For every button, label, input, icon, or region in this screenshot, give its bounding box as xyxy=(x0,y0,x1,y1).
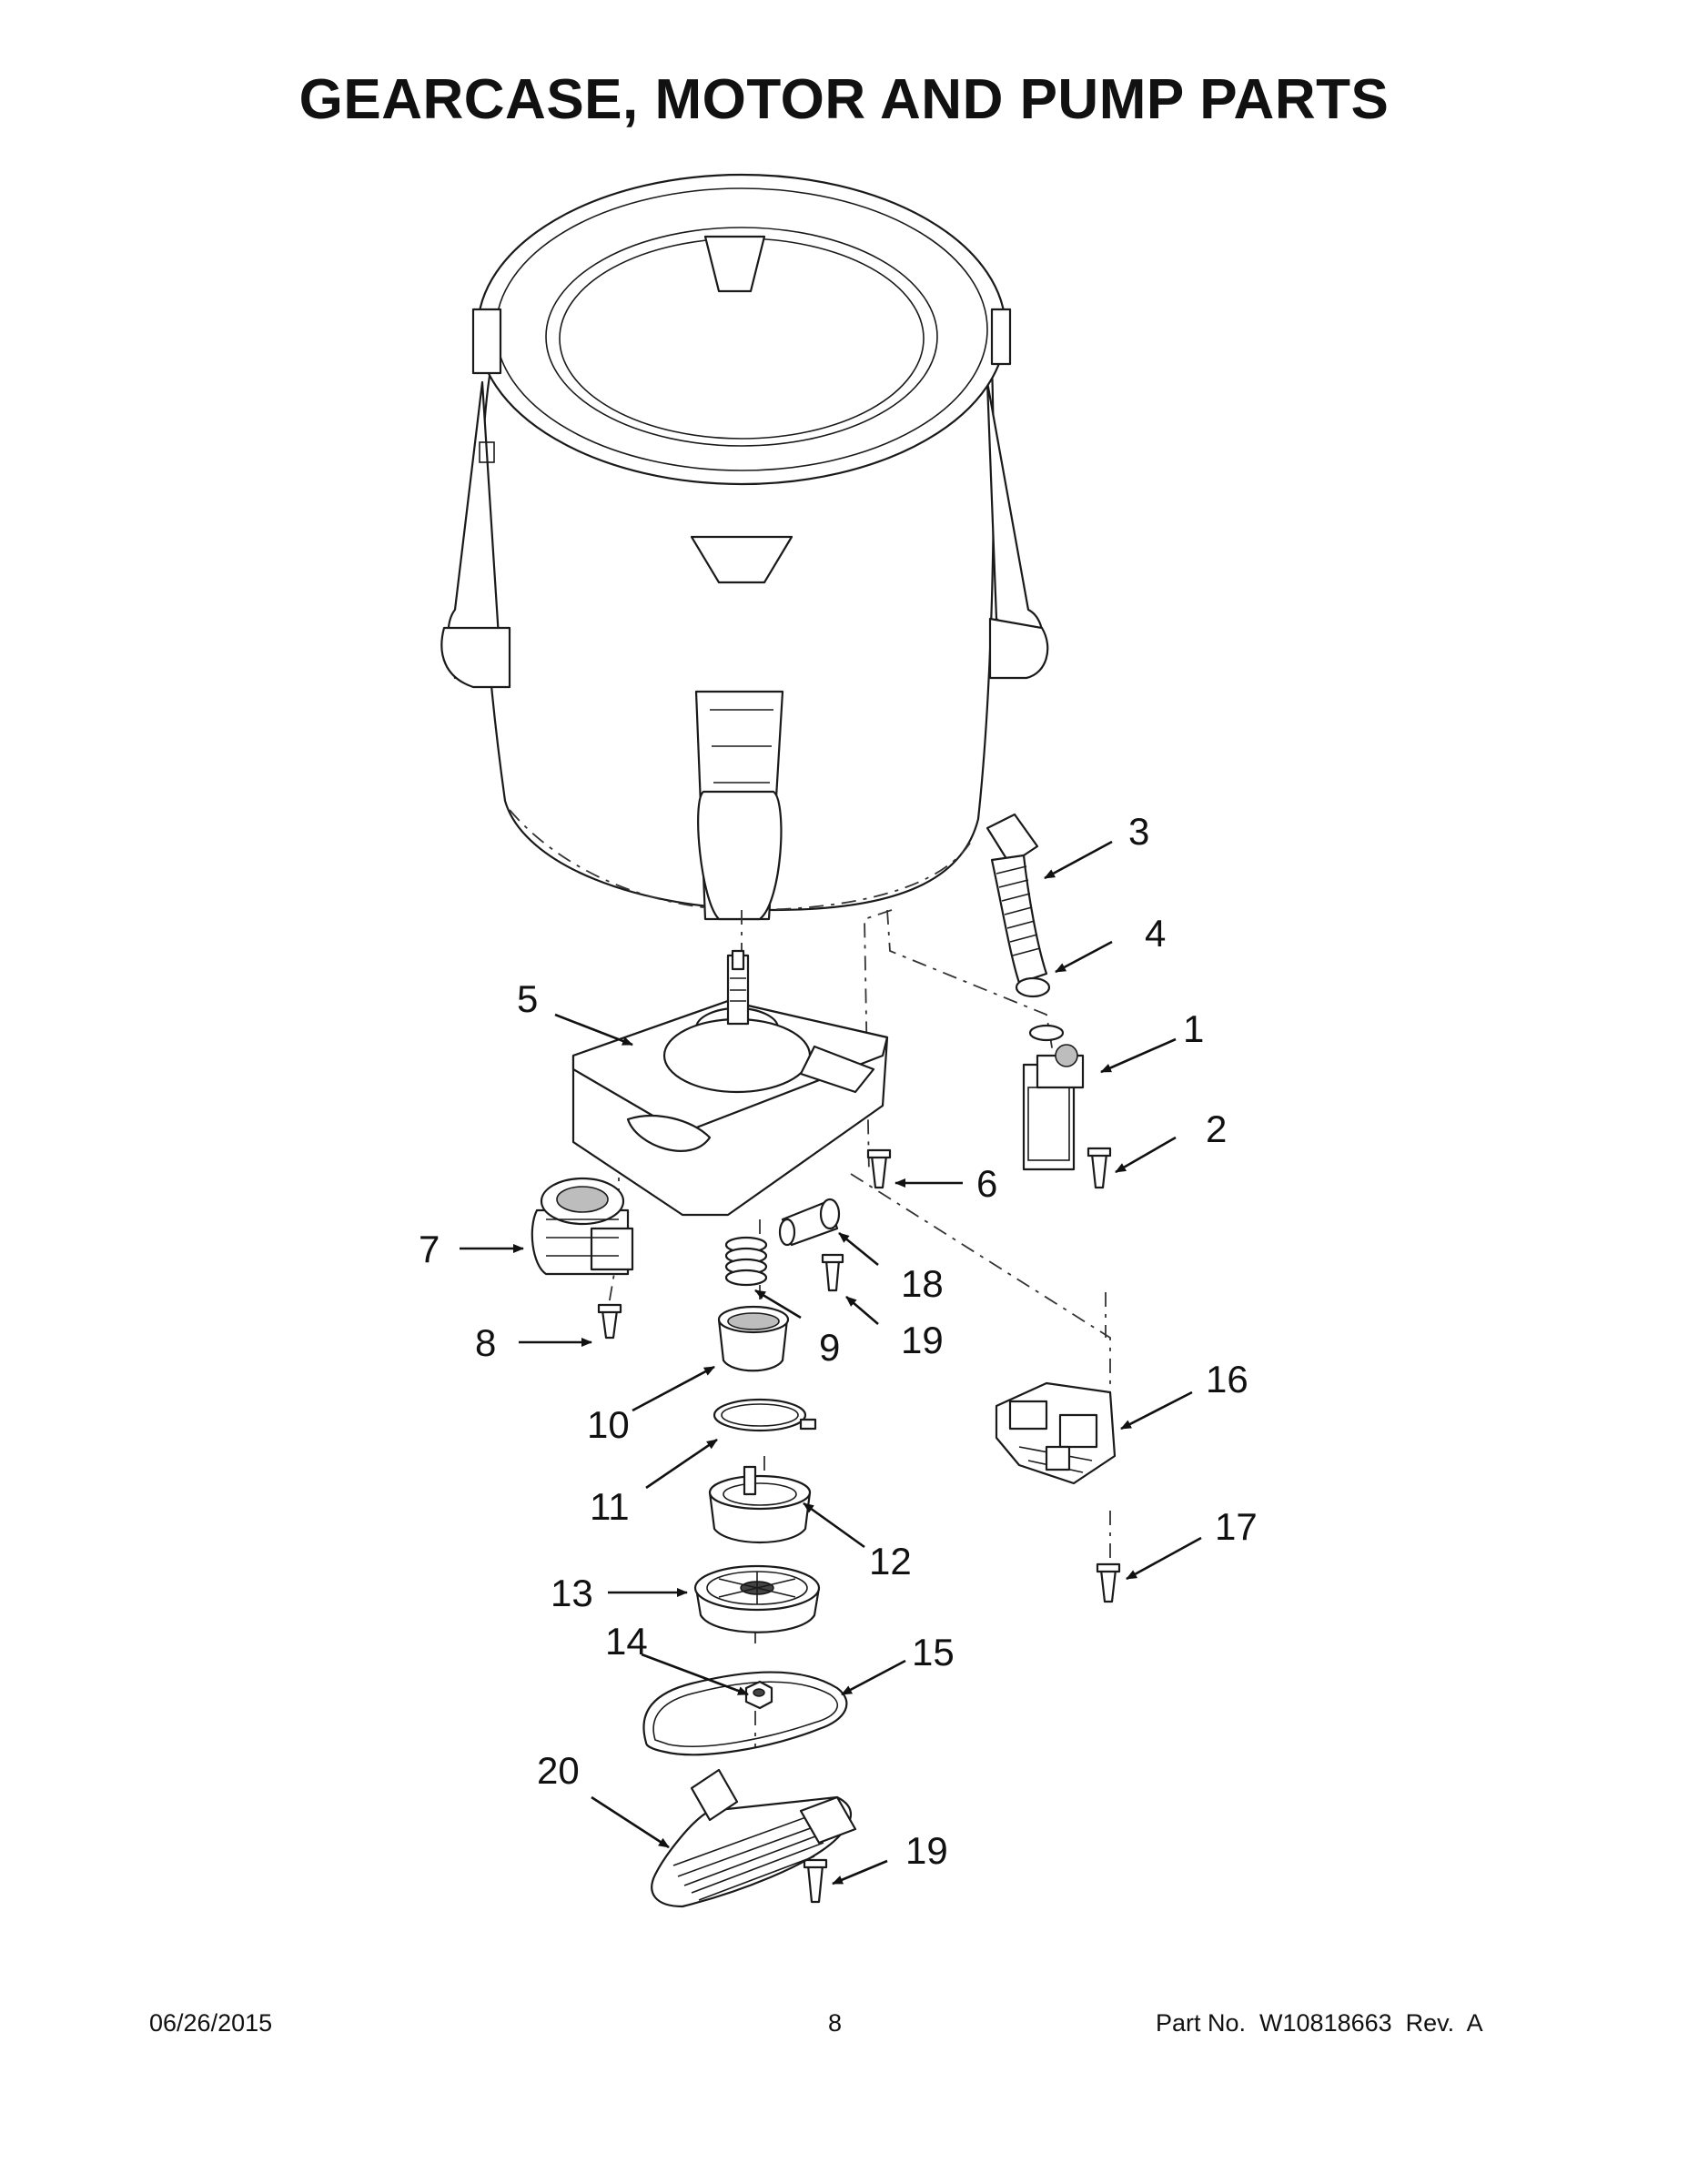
drive-belt-inner xyxy=(652,1681,839,1747)
callout-12: 12 xyxy=(869,1540,912,1582)
motor xyxy=(531,1177,634,1276)
footer-date: 06/26/2015 xyxy=(149,2009,273,2037)
callout-1: 1 xyxy=(1183,1007,1204,1050)
callout-16: 16 xyxy=(1206,1358,1248,1400)
callout-14: 14 xyxy=(605,1620,648,1663)
callout-arrows xyxy=(460,840,1202,1886)
footer-page-number: 8 xyxy=(828,2009,843,2037)
callout-13: 13 xyxy=(551,1572,593,1614)
footer-part-number: Part No. W10818663 Rev. A xyxy=(1156,2009,1483,2037)
screws xyxy=(597,1147,1121,1904)
drain-hose xyxy=(986,813,1051,998)
drive-belt xyxy=(642,1671,848,1756)
callout-5: 5 xyxy=(517,977,538,1020)
callout-17: 17 xyxy=(1215,1505,1258,1548)
page-title: GEARCASE, MOTOR AND PUMP PARTS xyxy=(298,68,1390,131)
callout-19a: 19 xyxy=(901,1319,944,1361)
screw-6 xyxy=(866,1148,892,1189)
drain-pump xyxy=(1022,1044,1085,1171)
water-valve-assembly xyxy=(995,1381,1117,1485)
callout-10: 10 xyxy=(587,1403,630,1446)
hose-clamp xyxy=(1028,1024,1065,1042)
motor-bushing xyxy=(778,1198,841,1247)
callout-11: 11 xyxy=(590,1485,630,1528)
callout-18: 18 xyxy=(901,1262,944,1305)
callout-19b: 19 xyxy=(905,1829,948,1872)
shift-cup xyxy=(717,1305,790,1372)
callout-3: 3 xyxy=(1128,810,1149,853)
outer-tub xyxy=(440,173,1049,921)
motor-shield xyxy=(651,1768,857,1908)
callout-6: 6 xyxy=(976,1162,997,1205)
screw-2 xyxy=(1087,1147,1112,1189)
callout-15: 15 xyxy=(912,1631,955,1673)
screw-8 xyxy=(597,1303,622,1340)
callout-labels: 3 4 1 2 5 6 7 8 9 10 11 12 13 14 15 16 1… xyxy=(419,810,1258,1872)
shift-cam xyxy=(708,1465,812,1543)
screw-17 xyxy=(1096,1562,1121,1603)
callout-20: 20 xyxy=(537,1749,580,1792)
callout-4: 4 xyxy=(1145,912,1166,955)
pulley-nut xyxy=(744,1680,773,1710)
callout-2: 2 xyxy=(1206,1107,1227,1150)
screw-19b xyxy=(803,1858,828,1904)
screw-19a xyxy=(821,1253,844,1292)
clip-ring xyxy=(713,1398,817,1432)
callout-8: 8 xyxy=(475,1321,496,1364)
pulley xyxy=(693,1564,821,1633)
callout-7: 7 xyxy=(419,1228,440,1270)
gearcase xyxy=(571,949,889,1217)
spring xyxy=(724,1236,768,1287)
callout-9: 9 xyxy=(819,1326,840,1369)
